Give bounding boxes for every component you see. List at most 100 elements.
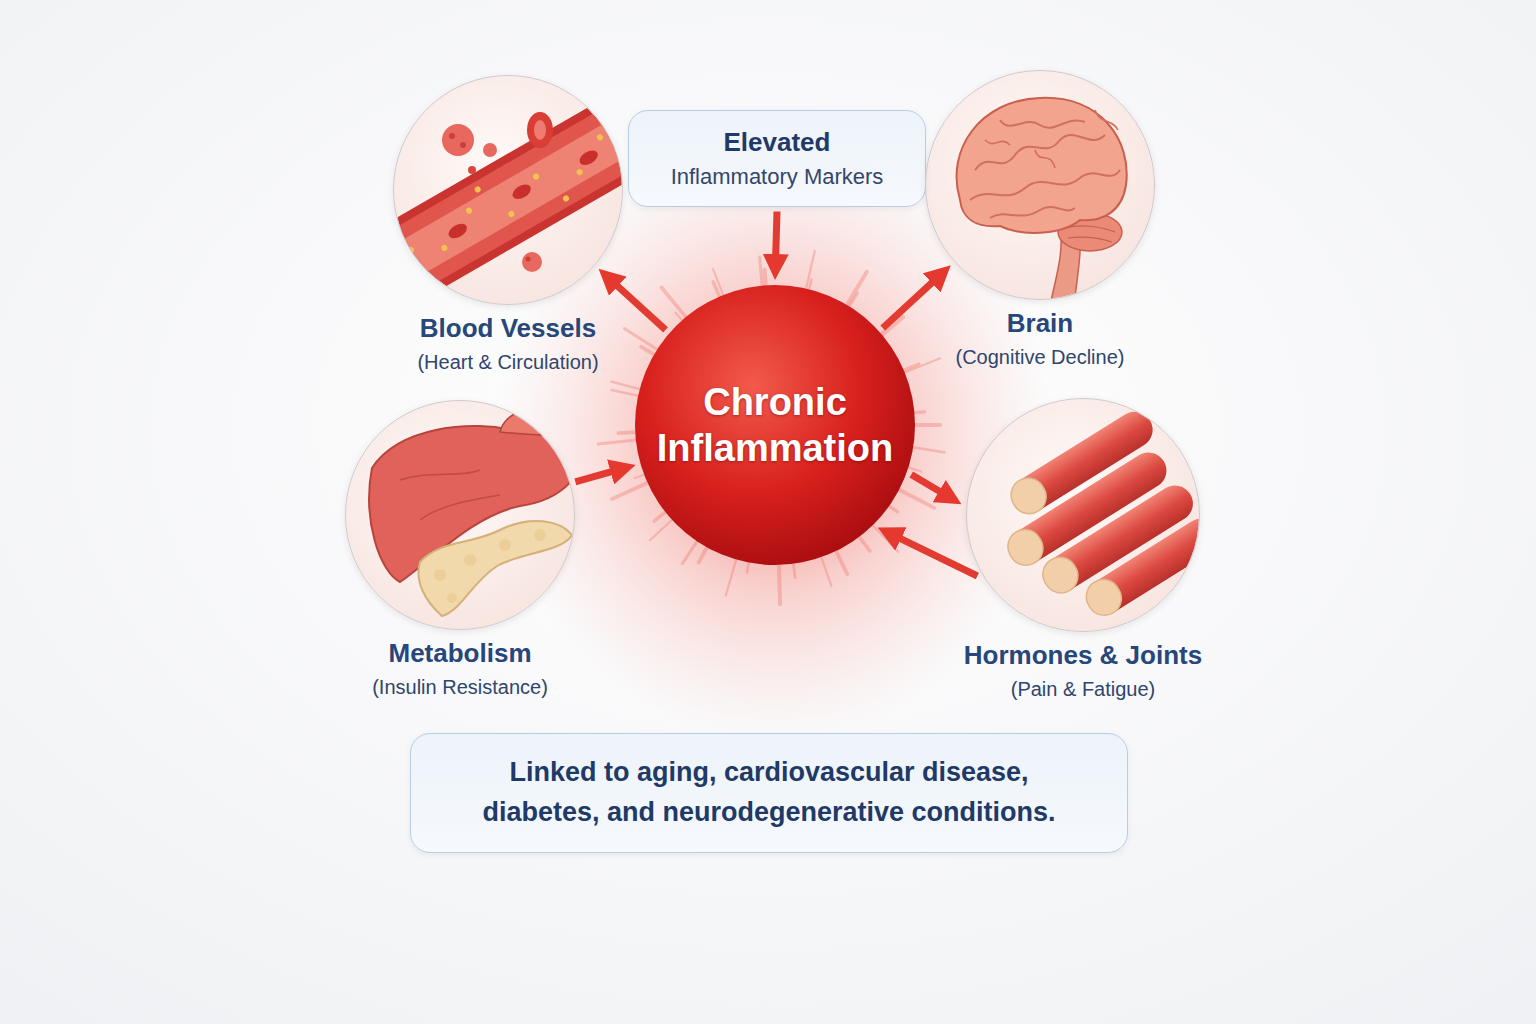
organ-node: Blood Vessels(Heart & Circulation) <box>393 75 623 374</box>
illustration-part <box>483 143 497 157</box>
illustration-part <box>970 170 1120 200</box>
glow-ray <box>598 440 638 444</box>
illustration-part <box>370 109 650 294</box>
summary-box: Linked to aging, cardiovascular disease,… <box>410 733 1128 853</box>
summary-text: Linked to aging, cardiovascular disease,… <box>469 753 1069 833</box>
illustration-part <box>562 194 570 202</box>
glow-ray <box>662 288 688 319</box>
connector-group <box>575 212 977 577</box>
glow-ray <box>835 549 847 574</box>
node-heading: Blood Vessels <box>420 313 596 344</box>
illustration-part <box>468 166 476 174</box>
connector-arrow <box>883 274 942 328</box>
glow-ray <box>806 251 815 291</box>
glow-ray <box>793 562 795 578</box>
glow-ray <box>903 358 940 373</box>
illustration-part <box>1036 551 1084 600</box>
glow-ray <box>913 423 940 427</box>
inflammation-sphere <box>635 285 915 565</box>
illustration-part <box>500 408 581 445</box>
node-subtitle: (Pain & Fatigue) <box>1011 677 1156 701</box>
illustration-part <box>534 529 546 541</box>
core-label: Chronic Inflammation <box>650 379 900 472</box>
organ-circle <box>345 400 575 630</box>
box-heading: Elevated <box>724 126 831 159</box>
connector-arrow <box>575 468 623 481</box>
liver-pancreas-illustration <box>345 400 581 630</box>
glow-ray <box>779 563 780 604</box>
glow-ray <box>846 272 867 307</box>
glow-ray <box>612 482 649 499</box>
node-heading: Brain <box>1007 308 1073 339</box>
illustration-part <box>499 539 511 551</box>
illustration-part <box>465 207 473 215</box>
node-heading: Hormones & Joints <box>964 640 1202 671</box>
glow-ray <box>821 555 832 586</box>
illustration-part <box>510 182 533 202</box>
muscle-illustration <box>966 398 1226 643</box>
glow-ray <box>897 489 934 508</box>
illustration-part <box>447 593 457 603</box>
glow-ray <box>726 558 737 596</box>
box-body: Inflammatory Markers <box>671 163 884 191</box>
illustration-part <box>1080 573 1128 622</box>
glow-rays <box>598 251 944 604</box>
illustration-part <box>418 521 572 616</box>
illustration-part <box>596 133 604 141</box>
glow-ray <box>911 447 944 452</box>
organ-node: Metabolism (Insulin Resistance) <box>345 400 575 699</box>
illustration-part <box>985 110 1118 168</box>
illustration-part <box>576 168 584 176</box>
organ-circle <box>966 398 1200 632</box>
illustration-part <box>1000 120 1085 128</box>
illustration-part <box>957 98 1127 233</box>
illustration-part <box>449 133 455 139</box>
illustration-part <box>979 405 1226 643</box>
illustration-part <box>442 124 474 156</box>
illustration-part <box>400 470 500 520</box>
marker-box: ElevatedInflammatory Markers <box>628 110 926 207</box>
organ-circle <box>925 70 1155 300</box>
core-circle: Chronic Inflammation <box>635 285 915 565</box>
illustration-part <box>526 257 531 262</box>
glow-ray <box>858 535 870 551</box>
illustration-part <box>507 210 515 218</box>
organ-node: Brain(Cognitive Decline) <box>925 70 1155 369</box>
connector-arrow <box>608 277 665 329</box>
glow-ray <box>765 270 766 288</box>
node-heading: Metabolism <box>388 638 531 669</box>
glow-ray <box>654 511 667 521</box>
illustration-part <box>474 185 482 193</box>
illustration-part <box>1065 226 1115 242</box>
glow-ray <box>906 467 921 472</box>
illustration-part <box>1005 472 1053 521</box>
glow-ray <box>624 329 658 351</box>
illustration-part <box>446 221 469 241</box>
illustration-part <box>975 135 1105 170</box>
illustration-part <box>532 172 540 180</box>
organ-circle <box>393 75 623 305</box>
connector-arrow <box>911 475 950 498</box>
glow-ray <box>760 257 763 287</box>
illustration-part <box>434 569 446 581</box>
illustration-part <box>534 120 546 140</box>
illustration-part <box>577 148 600 168</box>
illustration-part <box>1080 512 1226 622</box>
illustration-part <box>527 112 553 148</box>
illustration-part <box>407 246 415 254</box>
glow-ray <box>682 540 698 564</box>
blood-vessel-illustration <box>359 75 661 312</box>
illustration-part <box>359 90 661 313</box>
glow-ray <box>848 293 857 308</box>
illustration-part <box>966 398 1200 632</box>
node-subtitle: (Insulin Resistance) <box>372 675 548 699</box>
illustration-part <box>363 97 657 306</box>
illustration-part <box>369 426 581 582</box>
illustration-part <box>440 244 448 252</box>
illustration-part <box>464 554 476 566</box>
illustration-part <box>522 252 542 272</box>
illustration-part <box>925 70 1155 300</box>
illustration-part <box>359 90 661 313</box>
